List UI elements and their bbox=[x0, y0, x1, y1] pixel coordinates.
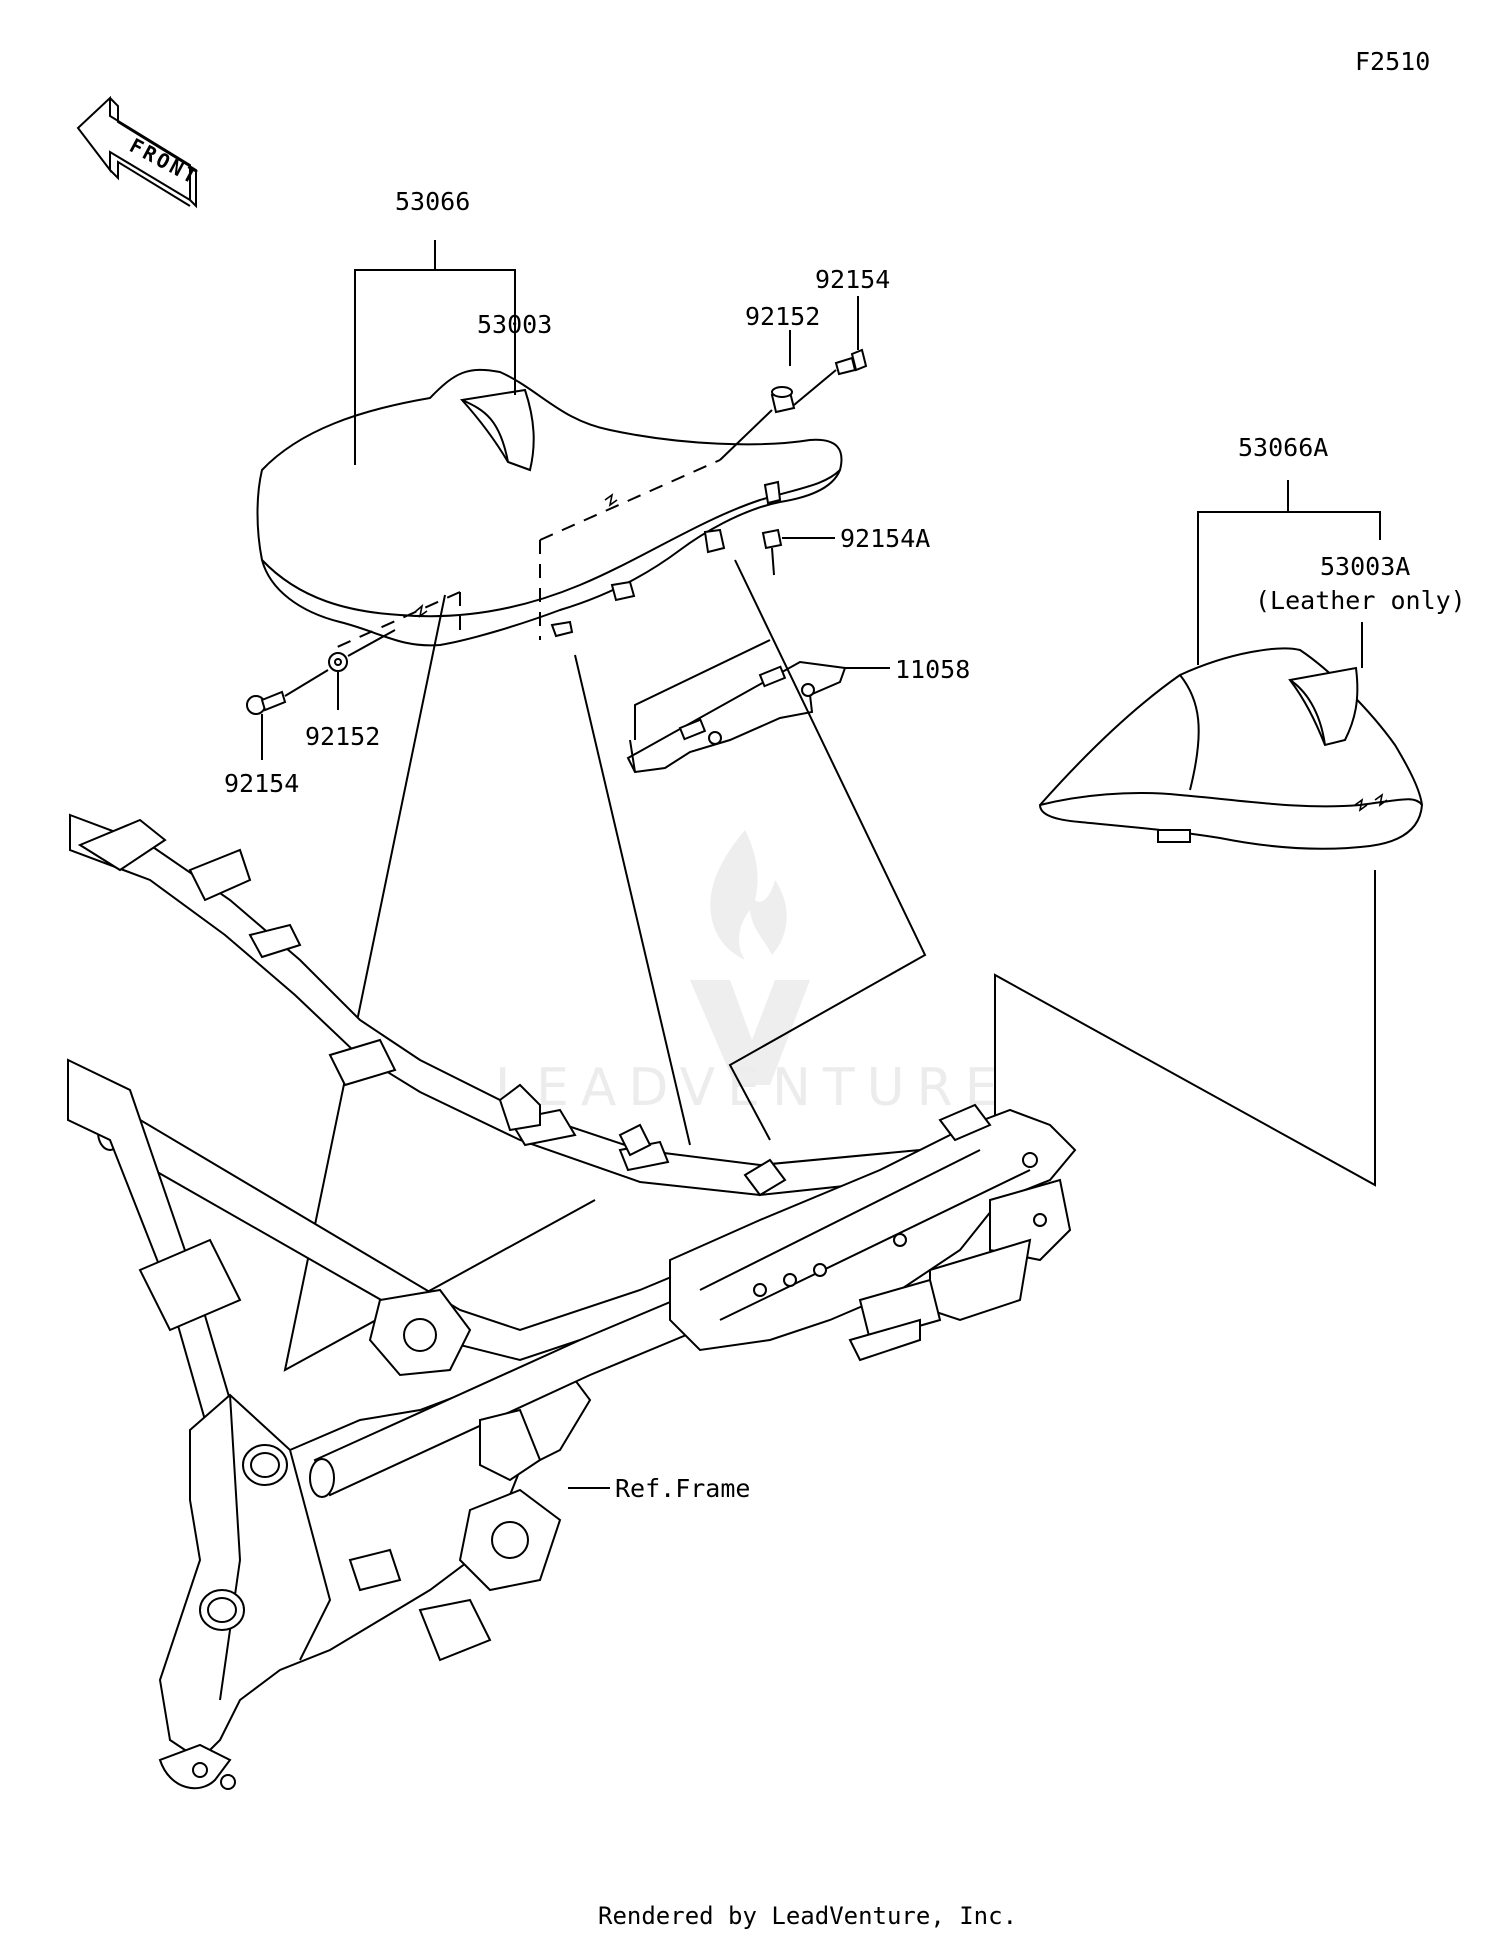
leader-bolt-line bbox=[793, 369, 837, 406]
bolt-92154-top bbox=[834, 348, 868, 376]
bolt-92154a bbox=[761, 528, 783, 576]
seat-to-frame-line-left bbox=[283, 594, 596, 1372]
collar-92152-left bbox=[328, 652, 348, 672]
leader-collar-line bbox=[719, 409, 773, 461]
bracket-to-frame-line bbox=[728, 559, 927, 1141]
seat-bracket-11058 bbox=[626, 660, 847, 774]
leader-collar-left-line bbox=[347, 629, 396, 657]
callout-53003: 53003 bbox=[477, 310, 552, 339]
callout-92152-left: 92152 bbox=[305, 722, 380, 751]
motorcycle-frame bbox=[67, 813, 1077, 1790]
diagram-code: F2510 bbox=[1355, 47, 1430, 76]
callout-92152-top: 92152 bbox=[745, 302, 820, 331]
seat-to-frame-line-mid bbox=[574, 654, 691, 1146]
callout-ref-frame: Ref.Frame bbox=[615, 1474, 750, 1503]
v-logo-icon bbox=[690, 980, 810, 1085]
pillion-to-frame-line bbox=[994, 870, 1376, 1187]
callout-53066a: 53066A bbox=[1238, 433, 1328, 462]
bracket-11058-bracket bbox=[634, 639, 771, 740]
callout-92154a: 92154A bbox=[840, 524, 930, 553]
seat-dash-line bbox=[539, 459, 721, 541]
flame-logo-icon bbox=[710, 830, 787, 960]
footer-credit: Rendered by LeadVenture, Inc. bbox=[598, 1902, 1017, 1930]
rider-seat bbox=[256, 368, 843, 647]
collar-92152-top bbox=[770, 386, 796, 414]
callout-92154-left: 92154 bbox=[224, 769, 299, 798]
callout-11058: 11058 bbox=[895, 655, 970, 684]
pillion-seat bbox=[1038, 647, 1424, 850]
callout-53003a: 53003A bbox=[1320, 552, 1410, 581]
bolt-92154-left bbox=[246, 690, 287, 715]
leader-bolt-left-line bbox=[284, 669, 329, 697]
callout-92154-top: 92154 bbox=[815, 265, 890, 294]
leadventure-watermark: LEADVENTURE bbox=[495, 830, 1010, 1118]
callout-53066: 53066 bbox=[395, 187, 470, 216]
callout-53003a-note: (Leather only) bbox=[1255, 586, 1466, 615]
front-direction-arrow: FRONT bbox=[76, 95, 203, 209]
watermark-text: LEADVENTURE bbox=[495, 1058, 1010, 1118]
